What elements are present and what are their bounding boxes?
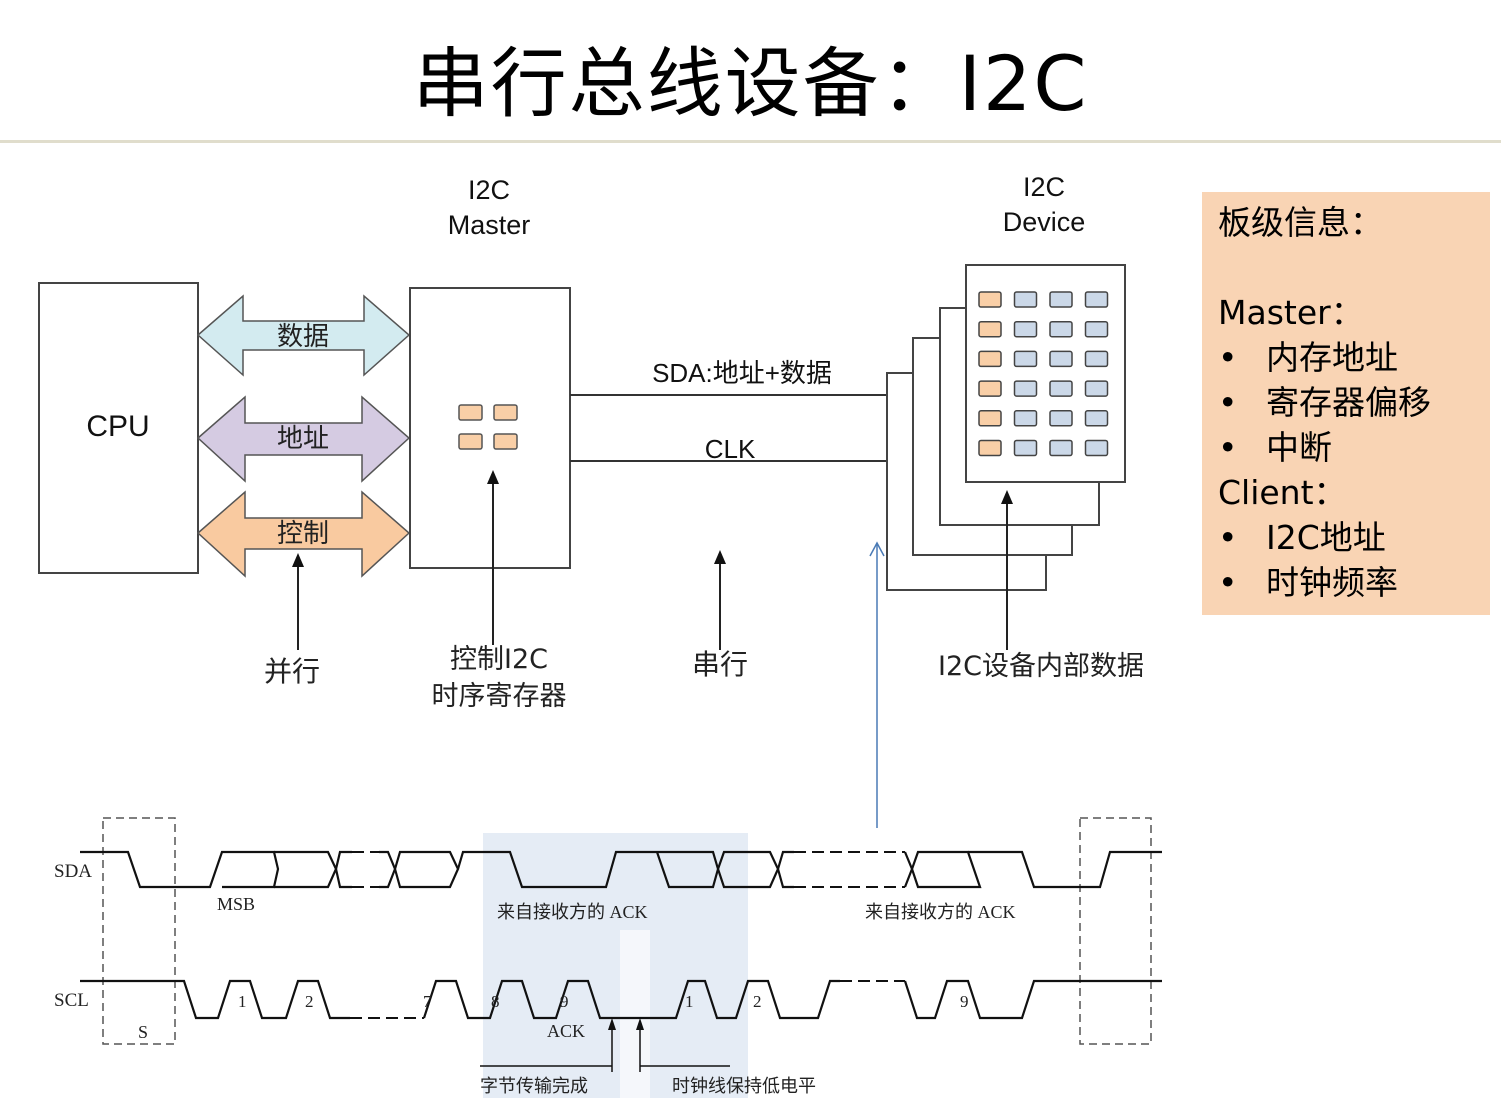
ack-label: ACK: [547, 1021, 585, 1041]
device-register: [1013, 439, 1038, 457]
board-info-box: 板级信息： Master： • 内存地址 • 寄存器偏移 • 中断 Client： •…: [1202, 192, 1490, 615]
device-register: [1049, 439, 1073, 457]
device-register: [978, 380, 1002, 397]
serial-label: 串行: [692, 648, 748, 681]
data-bus-label: 数据: [277, 322, 329, 352]
bullet-icon: •: [1218, 518, 1238, 557]
cpu-label: CPU: [86, 410, 149, 443]
bullet-icon: •: [1218, 428, 1238, 467]
device-register: [1013, 350, 1038, 368]
clock-number: 8: [491, 992, 500, 1011]
master-title-line2: Master: [448, 210, 531, 240]
bullet-icon: •: [1218, 563, 1238, 602]
master-item-text: 内存地址: [1266, 338, 1398, 377]
control-bus-label: 控制: [277, 519, 329, 549]
clock-hold-low-label: 时钟线保持低电平: [672, 1076, 816, 1096]
master-heading: Master：: [1218, 293, 1364, 332]
byte-complete-label: 字节传输完成: [480, 1076, 588, 1096]
client-item: • I2C地址: [1218, 515, 1490, 560]
device-title-line1: I2C: [1023, 172, 1065, 202]
timing-callouts: [480, 1018, 730, 1072]
device-register: [978, 320, 1002, 338]
clk-label: CLK: [705, 434, 756, 464]
device-register: [1049, 291, 1073, 308]
master-item-text: 中断: [1266, 428, 1332, 467]
pointer-arrows: [292, 470, 1013, 650]
device-register: [1084, 380, 1109, 397]
control-register-line1: 控制I2C: [450, 644, 548, 675]
cpu-box: [38, 282, 199, 574]
clock-number: 9: [560, 992, 569, 1011]
device-title-line2: Device: [1003, 207, 1086, 237]
device-register: [1049, 410, 1073, 427]
slide-title: 串行总线设备：I2C: [412, 39, 1089, 128]
device-register: [1084, 410, 1109, 427]
device-register: [1084, 291, 1109, 308]
device-register: [1049, 350, 1073, 368]
msb-label: MSB: [217, 894, 255, 914]
sda-dashed-segments: [352, 851, 905, 888]
ack-from-receiver-2: 来自接收方的 ACK: [865, 902, 1016, 922]
sda-label: SDA:地址+数据: [652, 358, 832, 388]
device-register: [978, 291, 1002, 308]
scl-waveform: [80, 979, 1162, 1020]
client-item: • 时钟频率: [1218, 560, 1490, 605]
device-register: [1084, 320, 1109, 338]
device-register: [1013, 291, 1038, 308]
scl-dashed-segments: [350, 980, 905, 1019]
parallel-label: 并行: [264, 655, 320, 688]
stop-condition-box: [1079, 817, 1152, 1045]
client-heading: Client：: [1218, 473, 1347, 512]
ack-from-receiver-1: 来自接收方的 ACK: [497, 902, 648, 922]
device-register: [1084, 439, 1109, 457]
clock-number: 2: [305, 992, 314, 1011]
timing-sda-label: SDA: [54, 861, 92, 882]
device-data-label: I2C设备内部数据: [938, 651, 1144, 682]
device-register: [1049, 380, 1073, 397]
timing-highlight: [483, 833, 748, 1098]
device-register: [978, 350, 1002, 368]
device-register: [1013, 380, 1038, 397]
device-register: [1049, 320, 1073, 338]
device-register: [978, 439, 1002, 457]
master-item: • 寄存器偏移: [1218, 380, 1490, 425]
clock-number: 1: [238, 992, 247, 1011]
clock-number: 7: [423, 992, 432, 1011]
bullet-icon: •: [1218, 383, 1238, 422]
title-divider: [0, 140, 1501, 143]
master-item: • 中断: [1218, 425, 1490, 470]
info-heading: 板级信息：: [1218, 203, 1383, 242]
bullet-icon: •: [1218, 338, 1238, 377]
device-register: [1013, 320, 1038, 338]
address-bus-label: 地址: [277, 424, 329, 454]
master-title-line1: I2C: [468, 175, 510, 205]
device-register: [978, 410, 1002, 427]
blue-pointer-arrow: [869, 541, 885, 828]
timing-scl-label: SCL: [54, 990, 89, 1011]
client-item-text: I2C地址: [1266, 518, 1386, 557]
device-register: [1084, 350, 1109, 368]
start-label: S: [138, 1022, 148, 1042]
sda-waveform: [80, 850, 1162, 889]
clock-number: 1: [685, 992, 694, 1011]
device-register: [1013, 410, 1038, 427]
device-register-grid: [978, 291, 1109, 457]
control-register-line2: 时序寄存器: [432, 681, 567, 712]
clock-number: 9: [960, 992, 969, 1011]
master-item: • 内存地址: [1218, 335, 1490, 380]
master-item-text: 寄存器偏移: [1266, 383, 1431, 422]
clock-number: 2: [753, 992, 762, 1011]
master-registers: [458, 404, 518, 450]
client-item-text: 时钟频率: [1266, 563, 1398, 602]
master-box: [409, 287, 571, 569]
start-condition-box: [102, 817, 176, 1045]
